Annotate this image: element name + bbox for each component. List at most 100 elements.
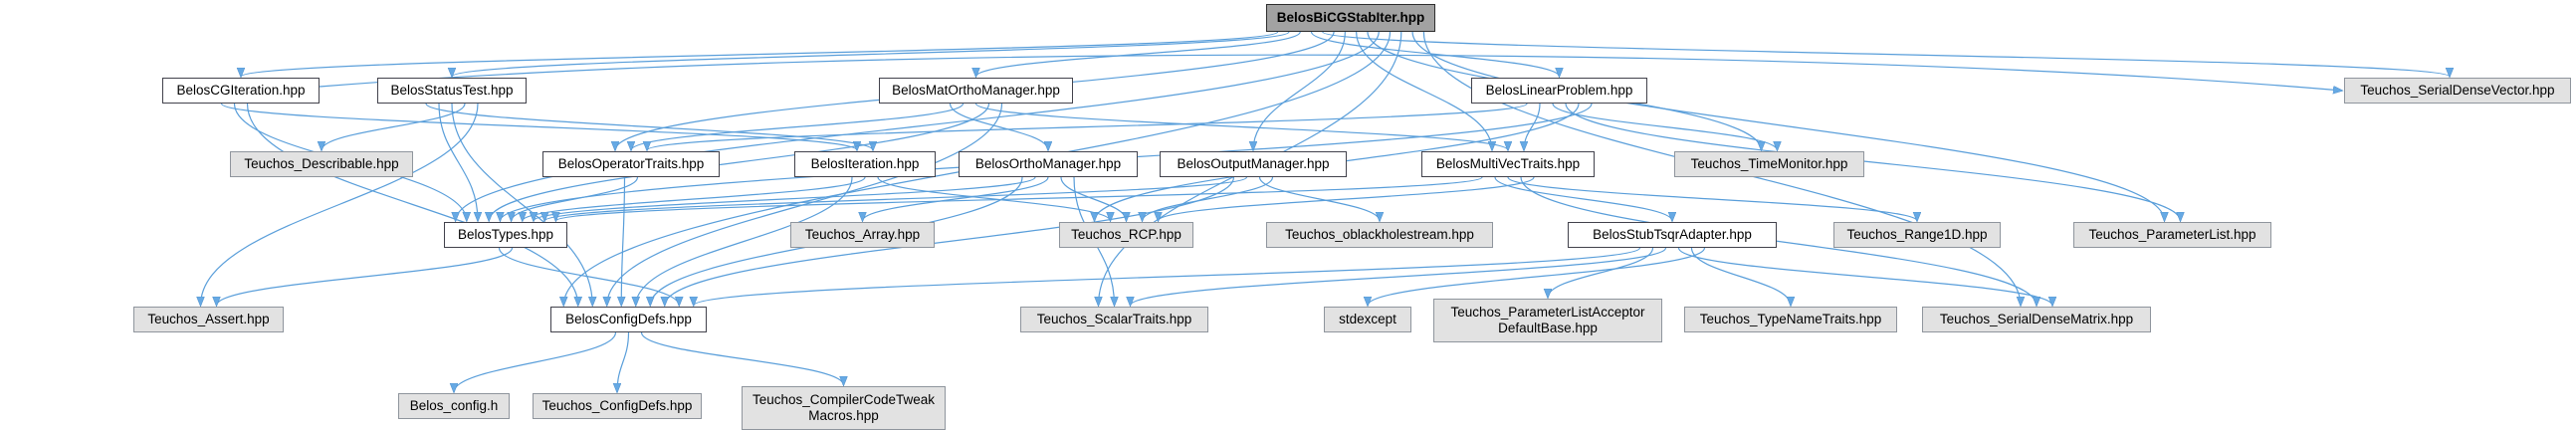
graph-node-bicgstab: BelosBiCGStabIter.hpp xyxy=(1266,4,1435,32)
graph-node-label: BelosStatusTest.hpp xyxy=(390,82,514,98)
graph-node-label: Teuchos_oblackholestream.hpp xyxy=(1285,226,1474,242)
graph-node-label: Teuchos_TimeMonitor.hpp xyxy=(1690,155,1848,171)
graph-node-label: Teuchos_ParameterListAcceptor xyxy=(1450,304,1645,320)
graph-node-orthomgr[interactable]: BelosOrthoManager.hpp xyxy=(959,151,1138,177)
edge-iteration-to-belostypes xyxy=(523,176,866,221)
graph-node-linprob[interactable]: BelosLinearProblem.hpp xyxy=(1471,78,1647,104)
graph-node-stdexcept[interactable]: stdexcept xyxy=(1324,307,1411,332)
edge-linprob-to-optraits xyxy=(647,103,1528,150)
edge-statustest-to-configdefs xyxy=(451,103,592,306)
graph-node-outputmgr[interactable]: BelosOutputManager.hpp xyxy=(1160,151,1347,177)
graph-node-label: Teuchos_ConfigDefs.hpp xyxy=(541,397,693,413)
graph-node-label: Teuchos_CompilerCodeTweak xyxy=(751,391,936,407)
edge-configdefs-to-tweakmacros xyxy=(640,331,844,385)
graph-node-timemon[interactable]: Teuchos_TimeMonitor.hpp xyxy=(1674,151,1864,177)
edge-iteration-to-rcp xyxy=(877,176,1111,221)
edge-configdefs-to-tconfigdefs xyxy=(617,331,630,392)
graph-node-label: Belos_config.h xyxy=(409,397,499,413)
graph-node-mvtraits[interactable]: BelosMultiVecTraits.hpp xyxy=(1421,151,1595,177)
edge-bicgstab-to-mvtraits xyxy=(1356,31,1492,150)
graph-node-scalartraits[interactable]: Teuchos_ScalarTraits.hpp xyxy=(1020,307,1208,332)
edge-stubtsqr-to-typename xyxy=(1690,247,1792,306)
graph-node-tconfigdefs[interactable]: Teuchos_ConfigDefs.hpp xyxy=(533,393,702,419)
graph-node-label: BelosCGIteration.hpp xyxy=(176,82,306,98)
edge-orthomgr-to-rcp xyxy=(1060,176,1127,221)
graph-node-label: BelosStubTsqrAdapter.hpp xyxy=(1593,226,1752,242)
edge-mvtraits-to-belostypes xyxy=(555,176,1483,221)
graph-node-belosconfig_h[interactable]: Belos_config.h xyxy=(398,393,510,419)
graph-node-array[interactable]: Teuchos_Array.hpp xyxy=(790,222,935,248)
edge-configdefs-to-belosconfig_h xyxy=(454,331,617,392)
edge-matortho-to-mvtraits xyxy=(974,103,1509,150)
graph-node-configdefs[interactable]: BelosConfigDefs.hpp xyxy=(550,307,707,332)
graph-node-range1d[interactable]: Teuchos_Range1D.hpp xyxy=(1833,222,2001,248)
graph-node-typename[interactable]: Teuchos_TypeNameTraits.hpp xyxy=(1684,307,1897,332)
graph-node-label: Teuchos_RCP.hpp xyxy=(1071,226,1181,242)
graph-node-matortho[interactable]: BelosMatOrthoManager.hpp xyxy=(879,78,1073,104)
edge-cgiter-to-iteration xyxy=(220,103,858,150)
edge-outputmgr-to-belostypes xyxy=(544,176,1248,221)
graph-node-cgiter[interactable]: BelosCGIteration.hpp xyxy=(162,78,320,104)
graph-node-label: DefaultBase.hpp xyxy=(1498,321,1598,335)
graph-node-label: stdexcept xyxy=(1339,311,1396,326)
edge-orthomgr-to-array xyxy=(863,176,1049,221)
graph-node-assert[interactable]: Teuchos_Assert.hpp xyxy=(133,307,284,332)
graph-node-rcp[interactable]: Teuchos_RCP.hpp xyxy=(1059,222,1193,248)
graph-node-label: Teuchos_SerialDenseVector.hpp xyxy=(2360,82,2555,98)
edge-bicgstab-to-paramlist xyxy=(1411,31,2164,221)
edge-belostypes-to-assert xyxy=(217,247,514,306)
edge-statustest-to-belostypes xyxy=(438,103,478,221)
edge-optraits-to-belostypes xyxy=(512,176,639,221)
graph-node-stubtsqr[interactable]: BelosStubTsqrAdapter.hpp xyxy=(1568,222,1777,248)
graph-node-label: Teuchos_Assert.hpp xyxy=(147,311,270,326)
graph-node-label: Teuchos_SerialDenseMatrix.hpp xyxy=(1939,311,2134,326)
graph-node-belostypes[interactable]: BelosTypes.hpp xyxy=(444,222,567,248)
graph-node-iteration[interactable]: BelosIteration.hpp xyxy=(794,151,936,177)
edge-mvtraits-to-range1d xyxy=(1507,176,1917,221)
edge-stubtsqr-to-scalartraits xyxy=(1131,247,1667,306)
graph-node-oblackhole[interactable]: Teuchos_oblackholestream.hpp xyxy=(1266,222,1493,248)
graph-node-optraits[interactable]: BelosOperatorTraits.hpp xyxy=(542,151,720,177)
graph-node-label: BelosConfigDefs.hpp xyxy=(565,311,692,326)
edge-mvtraits-to-rcp xyxy=(1159,176,1535,221)
edge-bicgstab-to-outputmgr xyxy=(1253,31,1346,150)
edge-outputmgr-to-configdefs xyxy=(665,176,1235,306)
edge-outputmgr-to-rcp xyxy=(1143,176,1274,221)
graph-node-label: Teuchos_Array.hpp xyxy=(804,226,921,242)
edge-bicgstab-to-cgiter xyxy=(241,31,1279,77)
graph-node-label: Teuchos_Describable.hpp xyxy=(244,155,399,171)
graph-node-describable[interactable]: Teuchos_Describable.hpp xyxy=(230,151,413,177)
graph-node-label: BelosMatOrthoManager.hpp xyxy=(892,82,1060,98)
edge-bicgstab-to-statustest xyxy=(452,31,1290,77)
edge-belostypes-to-configdefs xyxy=(498,247,680,306)
graph-node-label: Macros.hpp xyxy=(808,408,879,423)
edge-optraits-to-configdefs xyxy=(621,176,624,306)
edge-stubtsqr-to-sdmatrix xyxy=(1677,247,2053,306)
graph-node-sdvector[interactable]: Teuchos_SerialDenseVector.hpp xyxy=(2344,78,2571,104)
edge-linprob-to-timemon xyxy=(1552,103,1778,150)
graph-node-label: Teuchos_Range1D.hpp xyxy=(1846,226,1988,242)
graph-node-statustest[interactable]: BelosStatusTest.hpp xyxy=(377,78,527,104)
edge-stubtsqr-to-placceptor xyxy=(1548,247,1654,298)
edge-statustest-to-iteration xyxy=(425,103,873,150)
graph-node-label: BelosMultiVecTraits.hpp xyxy=(1435,155,1581,171)
graph-node-paramlist[interactable]: Teuchos_ParameterList.hpp xyxy=(2073,222,2271,248)
edge-cgiter-to-sdvector xyxy=(319,54,2342,91)
edge-iteration-to-configdefs xyxy=(636,176,853,306)
edge-matortho-to-orthomgr xyxy=(949,103,1049,150)
edge-statustest-to-assert xyxy=(201,103,479,306)
graph-node-sdmatrix[interactable]: Teuchos_SerialDenseMatrix.hpp xyxy=(1922,307,2151,332)
edge-bicgstab-to-linprob xyxy=(1310,31,1560,77)
graph-node-label: Teuchos_ParameterList.hpp xyxy=(2088,226,2256,242)
graph-node-label: Teuchos_ScalarTraits.hpp xyxy=(1036,311,1192,326)
edge-bicgstab-to-matortho xyxy=(976,31,1301,77)
graph-node-label: BelosBiCGStabIter.hpp xyxy=(1276,9,1425,25)
graph-node-label: BelosTypes.hpp xyxy=(457,226,554,242)
edge-mvtraits-to-sdmatrix xyxy=(1520,176,2037,306)
edge-stubtsqr-to-configdefs xyxy=(694,247,1641,306)
edge-cgiter-to-configdefs xyxy=(246,103,578,306)
